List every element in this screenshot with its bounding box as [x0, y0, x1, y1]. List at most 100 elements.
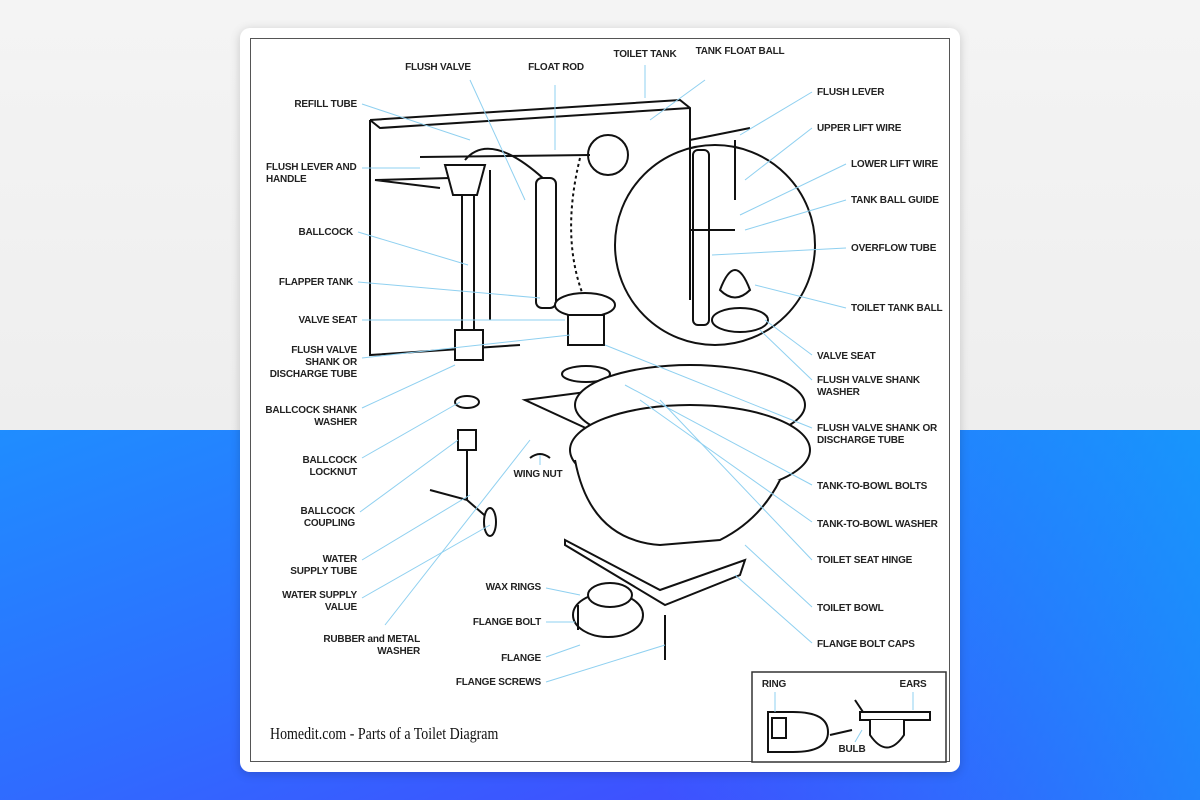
label-line: SHANK OR	[305, 357, 358, 368]
detail-overflow-tube	[692, 149, 710, 326]
leader-line-overflow-tube	[711, 247, 847, 256]
label-overflow-tube: OVERFLOW TUBE	[851, 243, 937, 254]
label-line: REFILL TUBE	[294, 99, 357, 110]
leader-line-rubber-metal-washer	[384, 439, 531, 626]
ballcock-locknut	[457, 429, 477, 451]
label-flush-lever: FLUSH LEVER	[817, 87, 885, 98]
ballcock-shank-washer	[454, 395, 480, 409]
leader-line-refill-tube	[361, 103, 471, 141]
water-supply-tube	[429, 450, 491, 521]
label-lower-lift-wire: LOWER LIFT WIRE	[851, 159, 939, 170]
leader-line-flange	[545, 644, 581, 658]
label-line: FLANGE BOLT	[473, 617, 541, 628]
leader-line-ballcock-locknut	[361, 401, 461, 459]
label-toilet-tank: TOILET TANK	[614, 49, 678, 60]
label-line: TANK BALL GUIDE	[851, 195, 939, 206]
label-refill-tube: REFILL TUBE	[294, 99, 357, 110]
label-flange-bolt-caps: FLANGE BOLT CAPS	[817, 639, 915, 650]
label-flange: FLANGE	[501, 653, 541, 664]
label-line: LOCKNUT	[310, 467, 358, 478]
label-line: LOWER LIFT WIRE	[851, 159, 939, 170]
label-line: HANDLE	[266, 174, 307, 185]
lift-wire	[570, 157, 586, 301]
wing-nut	[529, 453, 551, 459]
leader-line-flapper-tank	[357, 281, 541, 299]
leader-line-water-supply-tube	[361, 494, 471, 561]
label-line: DISCHARGE TUBE	[817, 435, 905, 446]
label-flapper-tank: FLAPPER TANK	[279, 277, 354, 288]
label-line: BALLCOCK SHANK	[265, 405, 358, 416]
label-line: TOILET TANK	[614, 49, 678, 60]
label-wing-nut: WING NUT	[514, 469, 563, 480]
leader-line-tank-to-bowl-bolts	[624, 384, 813, 486]
label-line: BULB	[839, 744, 866, 755]
flush-valve	[554, 292, 616, 318]
label-line: VALVE SEAT	[817, 351, 876, 362]
leader-line-flush-valve-shank-washer	[759, 329, 813, 381]
leader-line-ballcock	[357, 231, 469, 266]
bowl-base	[564, 538, 747, 607]
label-line: TANK FLOAT BALL	[696, 46, 785, 57]
label-line: BALLCOCK	[302, 455, 357, 466]
leader-line-flush-valve	[469, 79, 526, 201]
label-line: TOILET SEAT HINGE	[817, 555, 913, 566]
label-line: FLANGE BOLT CAPS	[817, 639, 915, 650]
label-flush-valve: FLUSH VALVE	[405, 62, 471, 73]
label-tank-to-bowl-bolts: TANK-TO-BOWL BOLTS	[817, 481, 928, 492]
label-line: FLUSH VALVE	[405, 62, 471, 73]
label-line: WATER SUPPLY	[282, 590, 357, 601]
refill-tube	[464, 147, 546, 181]
leader-line-valve-seat-right	[764, 319, 813, 356]
detail-tank-ball	[718, 269, 752, 299]
flush-valve-shank-washer	[561, 365, 611, 383]
label-line: WASHER	[377, 646, 421, 657]
detail-valve-seat	[711, 307, 769, 333]
label-line: TANK-TO-BOWL WASHER	[817, 519, 939, 530]
overflow-tube	[535, 177, 557, 309]
leader-line-toilet-seat-hinge	[659, 399, 813, 561]
leader-line-tank-float-ball	[649, 79, 706, 121]
label-toilet-seat-hinge: TOILET SEAT HINGE	[817, 555, 913, 566]
leader-line-flange-screws	[545, 644, 666, 683]
inset-chain	[829, 699, 864, 736]
leader-line-lower-lift-wire	[739, 163, 847, 216]
label-tank-float-ball: TANK FLOAT BALL	[696, 46, 785, 57]
label-line: OVERFLOW TUBE	[851, 243, 937, 254]
label-inset-ring: RING	[762, 679, 787, 690]
label-line: WING NUT	[514, 469, 563, 480]
leader-line-flush-valve-shank-left	[361, 334, 571, 359]
leader-line-toilet-bowl	[744, 544, 813, 608]
label-line: FLANGE SCREWS	[456, 677, 542, 688]
label-line: FLOAT ROD	[528, 62, 584, 73]
label-line: BALLCOCK	[300, 506, 355, 517]
label-line: DISCHARGE TUBE	[270, 369, 358, 380]
leader-line-ballcock-shank-washer	[361, 364, 456, 409]
label-inset-bulb: BULB	[839, 744, 866, 755]
leader-line-upper-lift-wire	[744, 127, 813, 181]
ballcock-head	[443, 164, 487, 196]
tank-float-ball	[587, 134, 629, 176]
label-line: FLUSH VALVE SHANK	[817, 375, 921, 386]
label-wax-rings: WAX RINGS	[486, 582, 542, 593]
label-flange-bolt: FLANGE BOLT	[473, 617, 541, 628]
diagram-frame	[250, 38, 950, 762]
label-tank-to-bowl-washer: TANK-TO-BOWL WASHER	[817, 519, 939, 530]
leader-line-tank-ball-guide	[744, 199, 847, 231]
label-line: FLUSH LEVER	[817, 87, 885, 98]
leader-line-wax-rings	[545, 587, 581, 596]
label-float-rod: FLOAT ROD	[528, 62, 584, 73]
bulb-inset-drawing	[767, 699, 931, 753]
label-upper-lift-wire: UPPER LIFT WIRE	[817, 123, 902, 134]
label-line: WAX RINGS	[486, 582, 542, 593]
label-valve-seat-left: VALVE SEAT	[298, 315, 357, 326]
